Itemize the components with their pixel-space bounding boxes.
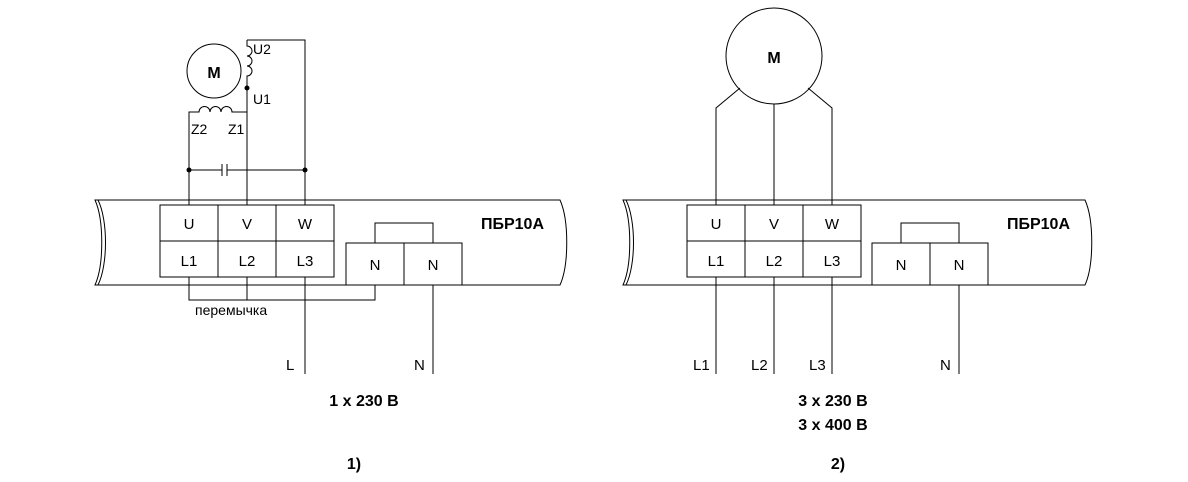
diagram-1: ПБР10А U V W L1 L2 L3 N N M U2 U1 Z2 Z1	[94, 39, 568, 473]
terminal-l1: L1	[181, 253, 198, 270]
terminal-w: W	[298, 216, 313, 233]
supply-label: 1 x 230 В	[329, 393, 398, 410]
line-label-l1: L1	[693, 357, 710, 374]
jumper-wire	[188, 277, 376, 301]
device-name: ПБР10А	[481, 216, 544, 233]
terminal-n2: N	[954, 257, 965, 274]
caption-2: 2)	[831, 456, 845, 473]
supply-label-1: 3 x 230 В	[798, 393, 867, 410]
device-body-edge	[625, 199, 634, 286]
label-u2: U2	[253, 41, 271, 57]
wire-u2-w	[247, 39, 306, 205]
label-z1: Z1	[228, 121, 245, 137]
terminal-l2: L2	[766, 253, 783, 270]
aux-winding	[188, 106, 247, 170]
terminal-l2: L2	[239, 253, 256, 270]
motor-label: M	[207, 65, 220, 82]
device-body	[94, 199, 568, 286]
terminal-l3: L3	[297, 253, 314, 270]
line-label-n: N	[414, 357, 425, 374]
device-body	[622, 199, 1093, 286]
terminal-l3: L3	[824, 253, 841, 270]
motor-label: M	[767, 50, 780, 67]
device-name: ПБР10А	[1007, 216, 1070, 233]
terminal-v: V	[769, 216, 779, 233]
motor-circle	[186, 43, 242, 99]
diagram-2: ПБР10А U V W L1 L2 L3 N N M L1 L2 L3 N	[622, 7, 1093, 473]
caption-1: 1)	[347, 456, 361, 473]
terminal-v: V	[242, 216, 252, 233]
terminal-n1: N	[370, 257, 381, 274]
supply-label-2: 3 x 400 В	[798, 417, 867, 434]
terminal-u: U	[184, 216, 195, 233]
neutral-bridge	[374, 222, 434, 243]
terminal-l1: L1	[708, 253, 725, 270]
neutral-bridge	[900, 222, 960, 243]
wire-motor-u	[715, 87, 741, 205]
label-u1: U1	[253, 91, 271, 107]
terminal-n1: N	[896, 257, 907, 274]
main-winding	[246, 40, 253, 88]
line-label-l3: L3	[809, 357, 826, 374]
terminal-w: W	[825, 216, 840, 233]
terminal-n2: N	[428, 257, 439, 274]
label-z2: Z2	[191, 121, 208, 137]
jumper-label: перемычка	[195, 302, 267, 318]
junction-cap-right	[302, 167, 308, 173]
line-label-n: N	[940, 357, 951, 374]
line-label-l2: L2	[751, 357, 768, 374]
terminal-u: U	[711, 216, 722, 233]
line-label-l: L	[286, 357, 294, 374]
device-body-edge	[97, 199, 106, 286]
wire-motor-w	[807, 87, 833, 205]
